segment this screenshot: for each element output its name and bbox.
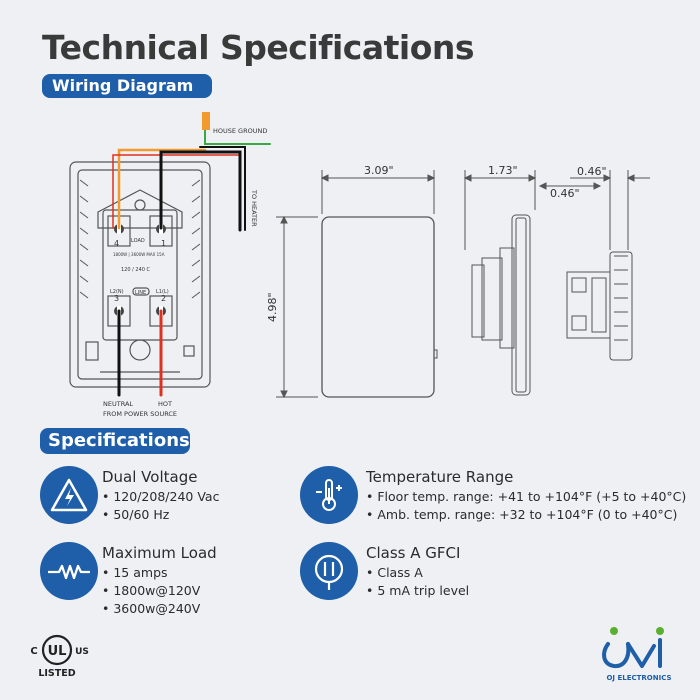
- dim-height: 4.98": [266, 292, 279, 322]
- dim-depth: 1.73": [488, 164, 518, 177]
- red-load-wire: [112, 154, 241, 229]
- spec-line: 120/208/240 Vac: [102, 488, 219, 506]
- thermometer-icon: [300, 466, 358, 524]
- spec-heading: Class A GFCI: [366, 544, 461, 562]
- spec-line: 3600w@240V: [102, 600, 200, 618]
- l2n-label: L2(N): [110, 289, 124, 295]
- spec-temperature-range: Temperature Range Floor temp. range: +41…: [300, 466, 695, 536]
- gfci-icon: [300, 542, 358, 600]
- l1l-label: L1(L): [156, 289, 169, 295]
- spec-heading: Dual Voltage: [102, 468, 198, 486]
- spec-heading: Maximum Load: [102, 544, 217, 562]
- spec-lines: Class A 5 mA trip level: [366, 564, 469, 600]
- oj-electronics-logo: OJ ELECTRONICS: [594, 622, 684, 684]
- spec-lines: 15 amps 1800w@120V 3600w@240V: [102, 564, 200, 618]
- from-power-label: FROM POWER SOURCE: [103, 410, 177, 418]
- side-view-drawing: [463, 170, 650, 396]
- ul-listed: LISTED: [38, 668, 75, 679]
- thermostat-back-drawing: [69, 161, 211, 388]
- ul-listed-logo: UL C US LISTED: [22, 628, 97, 683]
- terminal-2: 2: [161, 294, 166, 303]
- spec-line: 5 mA trip level: [366, 582, 469, 600]
- wiring-diagram: 4 1 3 2 LOAD 1800W | 3600W MAX 15A 120 /…: [69, 112, 650, 418]
- terminal-1: 1: [161, 239, 166, 248]
- hot-label: HOT: [158, 400, 172, 408]
- section-wiring-diagram: Wiring Diagram: [42, 74, 212, 98]
- spec-maximum-load: Maximum Load 15 amps 1800w@120V 3600w@24…: [40, 542, 270, 622]
- spec-lines: 120/208/240 Vac 50/60 Hz: [102, 488, 219, 524]
- house-ground-label: HOUSE GROUND: [213, 127, 267, 135]
- front-view-drawing: [276, 170, 438, 399]
- spec-heading: Temperature Range: [366, 468, 514, 486]
- oj-brand: OJ ELECTRONICS: [606, 674, 671, 682]
- orange-load-wire: [117, 148, 207, 230]
- neutral-label: NEUTRAL: [103, 400, 133, 408]
- ul-mark: UL: [48, 644, 67, 659]
- terminal-3: 3: [114, 294, 119, 303]
- line-label: LINE: [135, 290, 146, 296]
- terminal-4: 4: [114, 239, 119, 248]
- spec-line: 50/60 Hz: [102, 506, 219, 524]
- spec-line: Floor temp. range: +41 to +104°F (+5 to …: [366, 488, 686, 506]
- spec-line: Amb. temp. range: +32 to +104°F (0 to +4…: [366, 506, 686, 524]
- spec-line: Class A: [366, 564, 469, 582]
- dim-d1: 0.46": [577, 165, 607, 178]
- page-title: Technical Specifications: [42, 28, 475, 67]
- voltage-label: 120 / 240 C: [121, 267, 151, 273]
- ground-wire: [204, 129, 271, 145]
- section-specifications: Specifications: [40, 428, 190, 454]
- spec-line: 1800w@120V: [102, 582, 200, 600]
- spec-lines: Floor temp. range: +41 to +104°F (+5 to …: [366, 488, 686, 524]
- dim-d2: 0.46": [550, 187, 580, 200]
- rating-label: 1800W | 3600W MAX 15A: [113, 252, 165, 257]
- load-label: LOAD: [131, 238, 145, 244]
- ul-us: US: [75, 647, 89, 657]
- black-load-wire: [159, 150, 242, 232]
- spec-class-a-gfci: Class A GFCI Class A 5 mA trip level: [300, 542, 600, 612]
- voltage-warning-icon: [40, 466, 98, 524]
- spec-dual-voltage: Dual Voltage 120/208/240 Vac 50/60 Hz: [40, 466, 270, 536]
- resistor-icon: [40, 542, 98, 600]
- to-heater-label: TO HEATER: [250, 189, 258, 227]
- spec-line: 15 amps: [102, 564, 200, 582]
- ul-c: C: [30, 646, 37, 657]
- dim-width: 3.09": [364, 164, 394, 177]
